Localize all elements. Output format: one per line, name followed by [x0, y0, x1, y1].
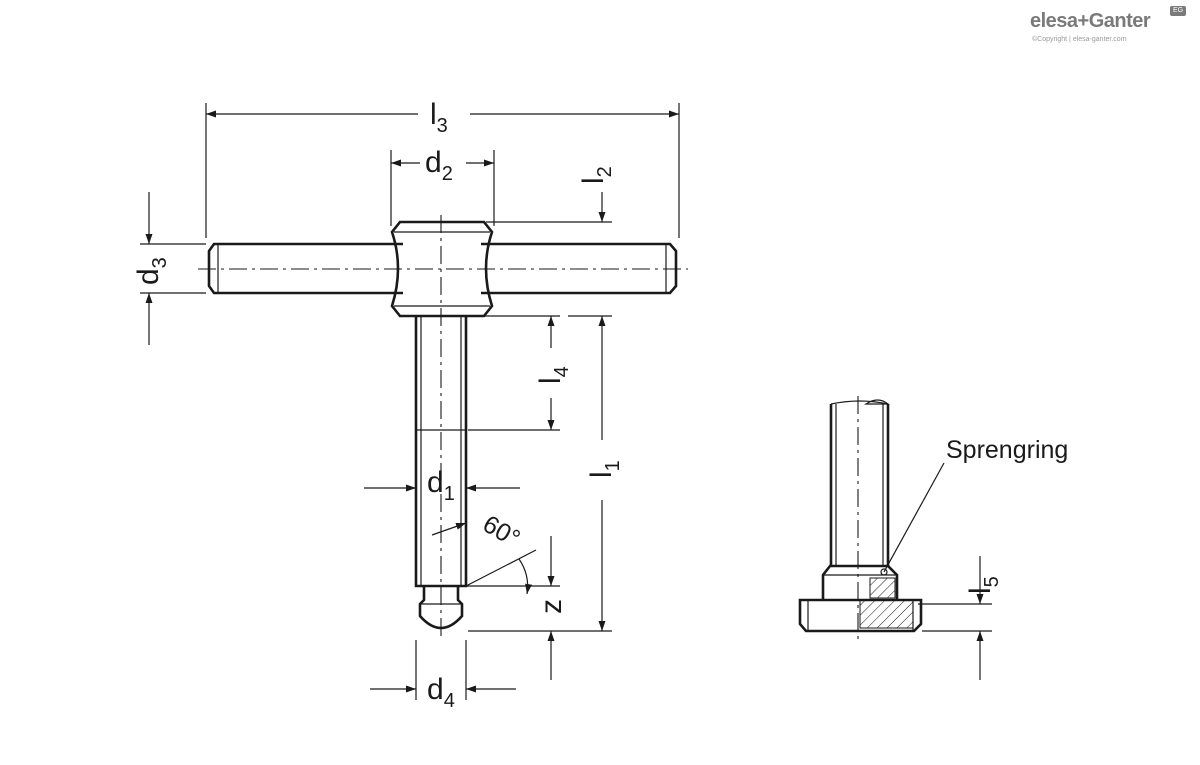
brand-badge: EG [1170, 6, 1186, 16]
brand-name: elesa+Ganter [1030, 10, 1151, 32]
label-angle: 60° [478, 510, 525, 553]
label-l4: l4 [534, 366, 573, 384]
label-l5: l5 [964, 576, 1003, 594]
label-d1: d1 [427, 466, 455, 505]
t-handle-main-view [198, 215, 688, 640]
label-d4: d4 [427, 673, 455, 712]
brand-logo: elesa+Ganter EG ©Copyright | elesa-gante… [1030, 6, 1186, 46]
circlip [880, 568, 888, 576]
label-d2: d2 [425, 146, 453, 185]
label-d3: d3 [132, 257, 171, 285]
detail-view-circlip [798, 396, 992, 680]
label-l2: l2 [577, 166, 616, 184]
shaft-break [864, 399, 890, 405]
label-l3: l3 [430, 98, 448, 137]
section-hatch [859, 599, 914, 629]
label-z: z [535, 599, 568, 614]
dimension-lines [140, 103, 680, 700]
pin-shaft [414, 316, 468, 588]
copyright-text: ©Copyright | elesa-ganter.com [1032, 36, 1127, 43]
label-sprengring: Sprengring [946, 436, 1068, 464]
label-l1: l1 [585, 460, 624, 478]
